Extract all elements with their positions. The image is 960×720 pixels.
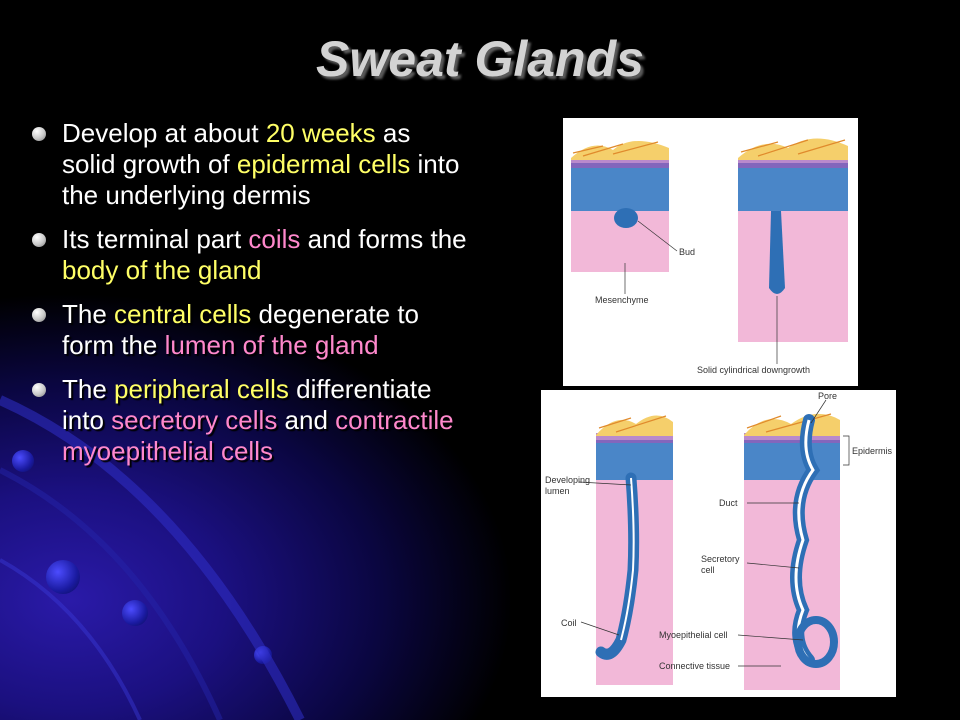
bullet-item: Develop at about 20 weeks as solid growt… <box>30 118 470 211</box>
label-coil: Coil <box>561 618 577 628</box>
bullet-segment: and forms the <box>300 224 467 254</box>
bullet-segment: The <box>62 374 115 404</box>
label-mesenchyme: Mesenchyme <box>595 295 649 305</box>
highlight-term: 20 weeks <box>265 118 376 148</box>
highlight-term: secretory cells <box>111 405 278 435</box>
bullet-text: The central cells degenerate to form the… <box>62 299 419 360</box>
bullet-segment: The <box>62 299 115 329</box>
decorative-orb <box>46 560 80 594</box>
label-duct: Duct <box>719 498 738 508</box>
bullet-segment: and <box>277 405 336 435</box>
figure-bottom: Pore Epidermis Developing lumen Duct Sec… <box>541 390 896 697</box>
bullet-text: The peripheral cells differentiate into … <box>62 374 454 466</box>
bullet-icon <box>32 127 46 141</box>
label-pore: Pore <box>818 391 837 401</box>
bullet-item: The peripheral cells differentiate into … <box>30 374 470 467</box>
decorative-orb <box>122 600 148 626</box>
bullet-segment: degenerate to form the <box>62 299 420 360</box>
highlight-term: epidermal cells <box>236 149 411 179</box>
bullet-segment: Develop at about <box>62 118 266 148</box>
label-secretory-cell-2: cell <box>701 565 715 575</box>
bullet-icon <box>32 383 46 397</box>
bullet-icon <box>32 233 46 247</box>
label-myoepithelial-cell: Myoepithelial cell <box>659 630 728 640</box>
highlight-term: peripheral cells <box>114 374 289 404</box>
highlight-term: contractile myoepithelial cells <box>62 405 454 466</box>
highlight-term: central cells <box>114 299 252 329</box>
highlight-term: coils <box>248 224 301 254</box>
figure-top-illustration: Bud Mesenchyme Solid cylindrical downgro… <box>571 138 848 375</box>
figure-top: Bud Mesenchyme Solid cylindrical downgro… <box>563 118 858 386</box>
bullet-text: Its terminal part coils and forms the bo… <box>62 224 467 285</box>
bullet-icon <box>32 308 46 322</box>
label-downgrowth: Solid cylindrical downgrowth <box>697 365 810 375</box>
bullet-segment: Its terminal part <box>62 224 249 254</box>
bullet-list: Develop at about 20 weeks as solid growt… <box>30 118 470 480</box>
decorative-orb <box>254 646 272 664</box>
label-connective-tissue: Connective tissue <box>659 661 730 671</box>
slide-title: Sweat Glands <box>316 31 644 87</box>
label-developing-lumen: Developing <box>545 475 590 485</box>
highlight-term: body of the gland <box>62 255 262 285</box>
bullet-segment: as solid growth of <box>62 118 411 179</box>
highlight-term: lumen of the gland <box>164 330 379 360</box>
bullet-segment: differentiate into <box>62 374 432 435</box>
bullet-text: Develop at about 20 weeks as solid growt… <box>62 118 459 210</box>
label-bud: Bud <box>679 247 695 257</box>
bullet-segment: into the underlying dermis <box>62 149 460 210</box>
label-developing-lumen-2: lumen <box>545 486 570 496</box>
label-secretory-cell: Secretory <box>701 554 740 564</box>
bullet-item: Its terminal part coils and forms the bo… <box>30 224 470 286</box>
label-epidermis: Epidermis <box>852 446 893 456</box>
figure-bottom-illustration: Pore Epidermis Developing lumen Duct Sec… <box>545 391 893 690</box>
bullet-item: The central cells degenerate to form the… <box>30 299 470 361</box>
